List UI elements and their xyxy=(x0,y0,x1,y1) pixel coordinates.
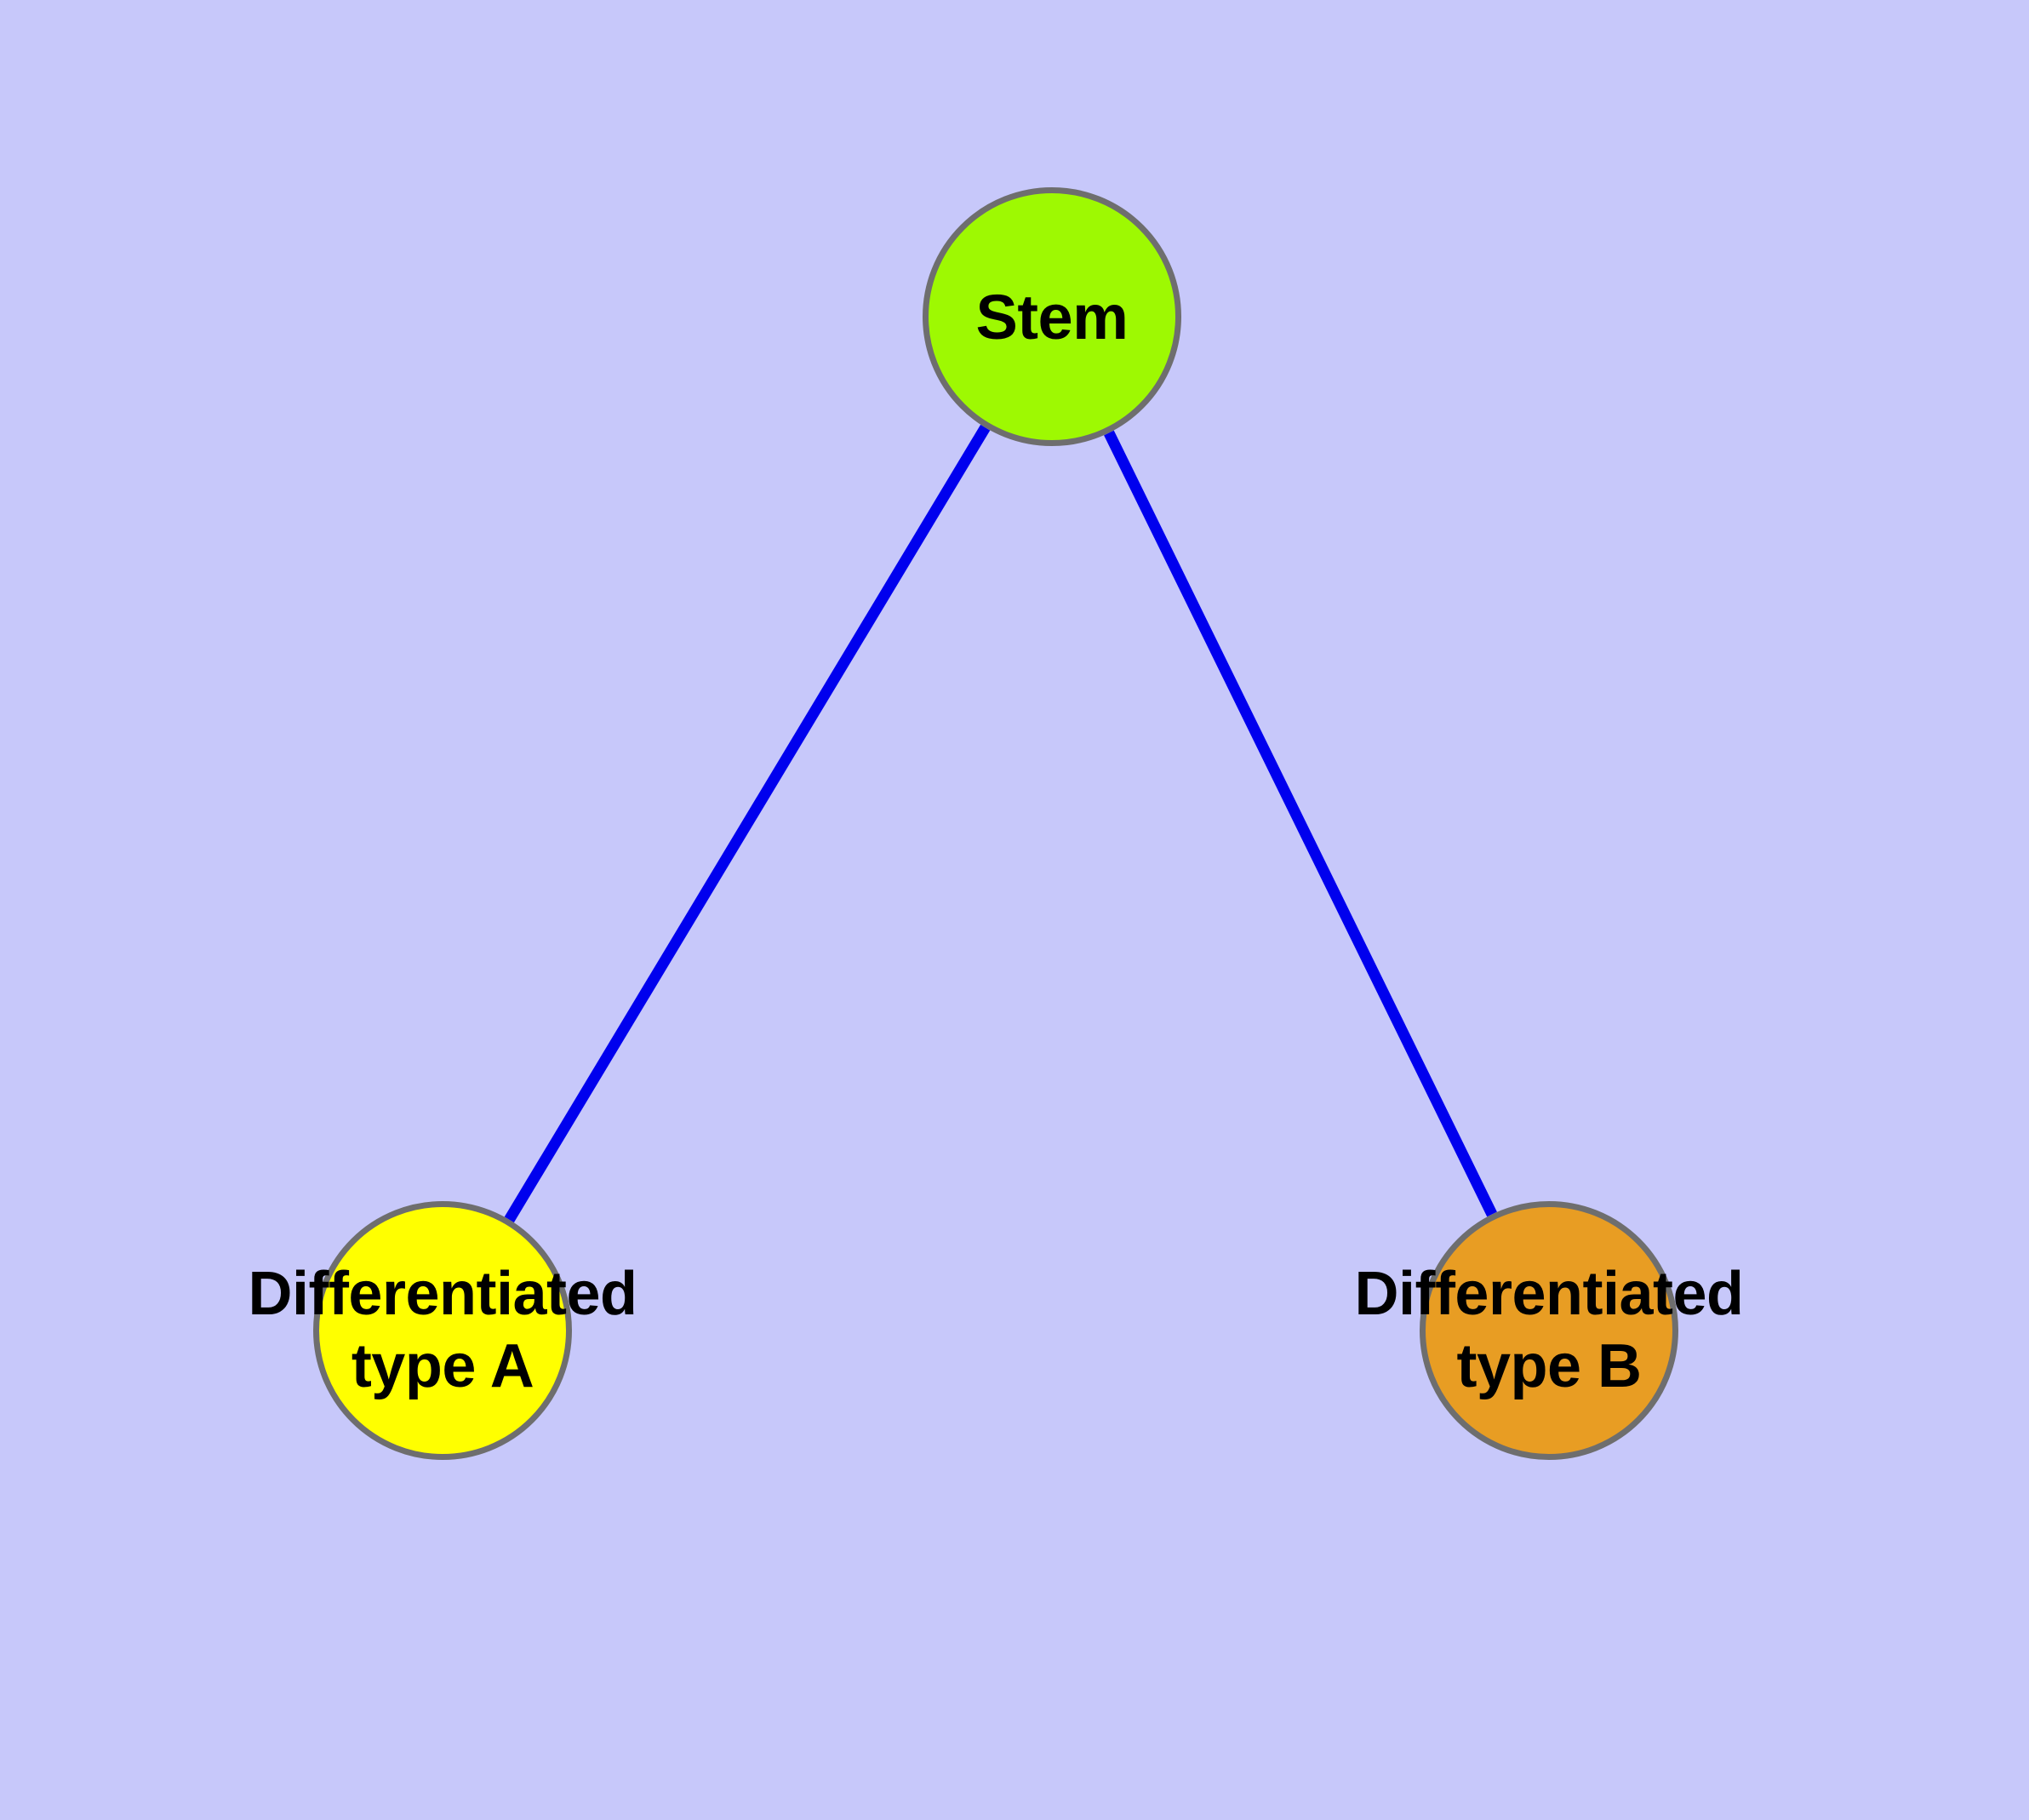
node-stem[interactable] xyxy=(923,187,1181,446)
node-differentiated-type-a[interactable] xyxy=(313,1201,572,1460)
edge-stem-to-differentiated-type-a xyxy=(504,424,991,1223)
node-differentiated-type-b[interactable] xyxy=(1420,1201,1678,1460)
edge-stem-to-differentiated-type-b xyxy=(1104,430,1497,1217)
